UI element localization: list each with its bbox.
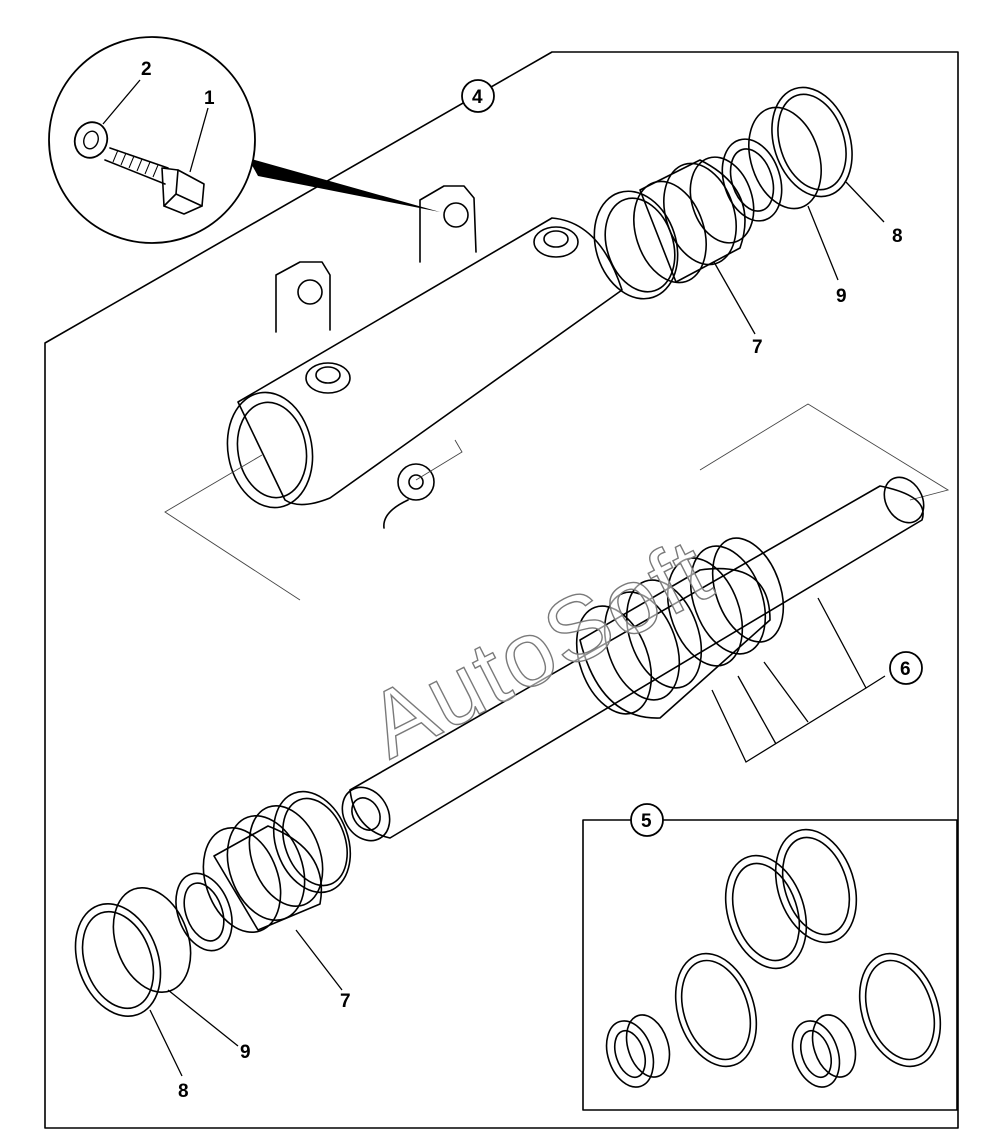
seal-kit-rings — [605, 828, 942, 1088]
callout-2: 2 — [141, 59, 152, 80]
callout-9-top: 9 — [836, 286, 847, 307]
bolt-part-1 — [104, 147, 205, 215]
washer-part-2 — [73, 121, 109, 159]
callout-9-bottom: 9 — [240, 1042, 251, 1063]
gland-assembly-bottom — [74, 790, 352, 1077]
cylinder-barrel — [226, 185, 623, 529]
alignment-line-lower — [699, 403, 950, 501]
alignment-line-upper — [164, 439, 463, 601]
callout-4: 4 — [472, 87, 483, 108]
callout-8-bottom: 8 — [178, 1081, 189, 1102]
piston-assembly-6 — [575, 537, 886, 763]
callout-7-top: 7 — [752, 337, 763, 358]
watermark: AutoSoft — [352, 519, 727, 777]
piston-rod — [341, 476, 925, 842]
callout-1: 1 — [204, 88, 215, 109]
detail-pointer — [248, 158, 440, 212]
callout-5: 5 — [641, 811, 652, 832]
callout-7-bottom: 7 — [340, 991, 351, 1012]
callout-circle-5 — [630, 803, 664, 837]
bolt-detail-inset — [48, 36, 440, 244]
callout-circle-4 — [461, 79, 495, 113]
seal-kit-5-box — [582, 819, 958, 1111]
callout-6: 6 — [900, 659, 911, 680]
callout-circle-6 — [889, 651, 923, 685]
gland-assembly-top — [593, 86, 885, 335]
callout-8-top: 8 — [892, 226, 903, 247]
